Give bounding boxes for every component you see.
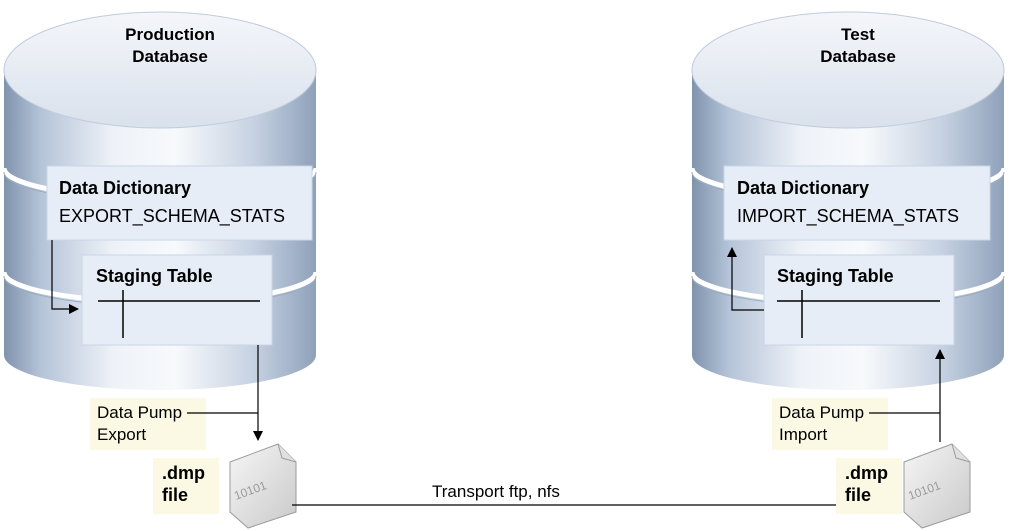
test-data-dictionary-title: Data Dictionary (737, 178, 869, 198)
production-staging-table-panel (81, 254, 273, 346)
production-file-line1: .dmp (162, 463, 205, 483)
production-staging-table-title: Staging Table (96, 266, 213, 286)
test-file-line2: file (845, 485, 871, 505)
test-staging-table-title: Staging Table (777, 266, 894, 286)
test-import-connector (727, 247, 764, 311)
transport-label: Transport ftp, nfs (432, 482, 560, 501)
test-data-dictionary-panel (723, 165, 991, 241)
production-pump-label-box (90, 398, 206, 450)
production-file-label-box (153, 458, 219, 514)
test-dmp-file-icon: 10101 (903, 443, 971, 529)
test-db-title-line1: Test (841, 25, 875, 44)
test-file-line1: .dmp (845, 463, 888, 483)
production-data-dictionary-panel (46, 165, 313, 241)
production-dmp-file-icon: 10101 (229, 443, 297, 529)
test-pump-label-box (772, 398, 888, 450)
production-db-title-line1: Production (125, 25, 215, 44)
test-staging-table-panel (763, 254, 955, 346)
production-file-line2: file (162, 485, 188, 505)
production-db-title-line2: Database (132, 47, 208, 66)
production-pump-line1: Data Pump (97, 403, 182, 422)
test-pump-line1: Data Pump (779, 403, 864, 422)
test-import-proc-label: IMPORT_SCHEMA_STATS (737, 206, 959, 227)
production-pump-line2: Export (97, 425, 146, 444)
production-export-connector (51, 240, 79, 314)
test-db-title-line2: Database (820, 47, 896, 66)
production-export-proc-label: EXPORT_SCHEMA_STATS (59, 206, 285, 227)
test-file-label-box (836, 458, 902, 514)
test-pump-line2: Import (779, 425, 827, 444)
production-data-dictionary-title: Data Dictionary (59, 178, 191, 198)
